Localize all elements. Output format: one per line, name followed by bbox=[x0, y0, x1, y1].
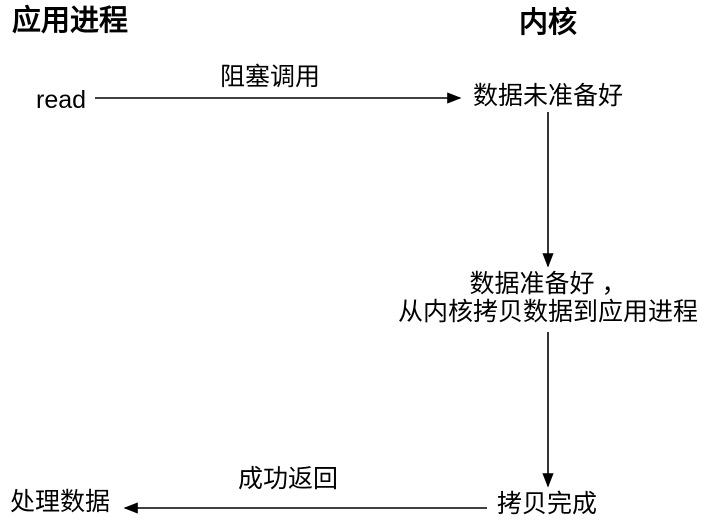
read-call-label: read bbox=[36, 86, 87, 114]
copy-complete-label: 拷贝完成 bbox=[497, 490, 598, 518]
success-return-label: 成功返回 bbox=[237, 465, 339, 493]
app-process-heading: 应用进程 bbox=[12, 5, 129, 37]
blocking-call-label: 阻塞调用 bbox=[219, 63, 321, 91]
data-ready-line1: 数据准备好 ， bbox=[469, 270, 627, 298]
data-ready-label: 数据准备好 ， 从内核拷贝数据到应用进程 bbox=[398, 270, 698, 326]
kernel-heading: 内核 bbox=[518, 7, 578, 39]
process-data-label: 处理数据 bbox=[10, 488, 111, 516]
data-not-ready-label: 数据未准备好 bbox=[472, 82, 624, 110]
data-ready-line2: 从内核拷贝数据到应用进程 bbox=[397, 298, 699, 326]
